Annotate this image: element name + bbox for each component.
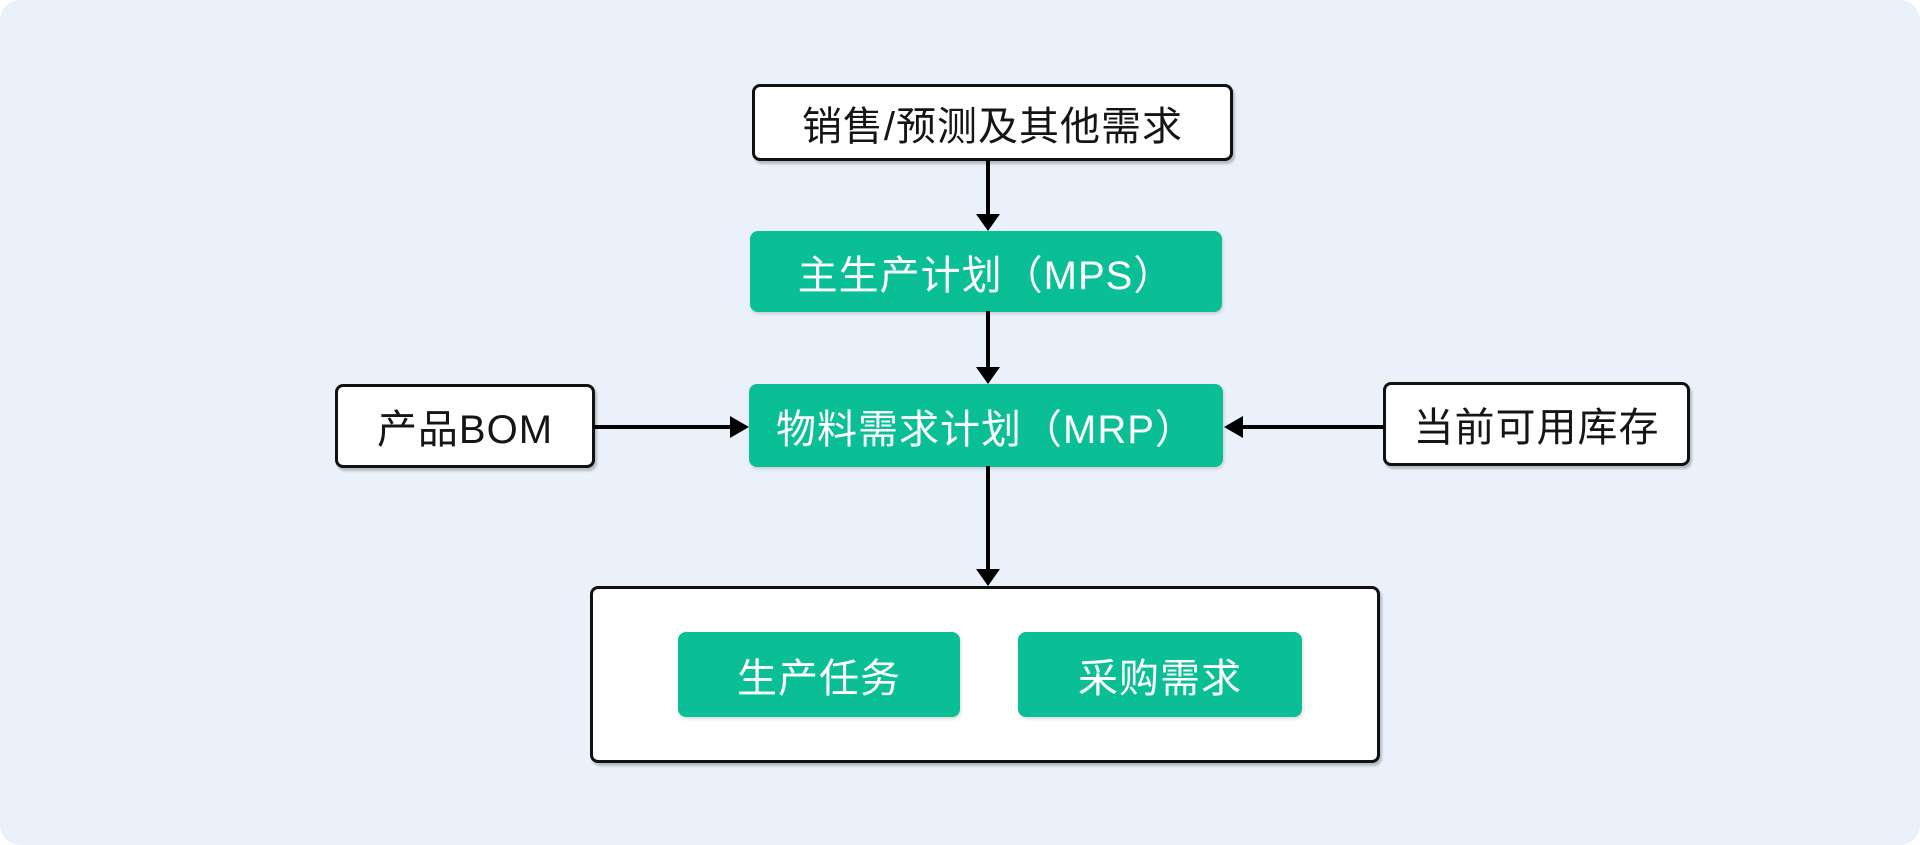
arrow-bom-to-mrp-head-icon: [730, 416, 749, 438]
node-purchase-demand-label: 采购需求: [1078, 656, 1242, 701]
node-sales-forecast-demand-label: 销售/预测及其他需求: [801, 104, 1184, 149]
arrow-inventory-to-mrp-head-icon: [1224, 416, 1243, 438]
node-sales-forecast-demand: 销售/预测及其他需求: [752, 84, 1233, 161]
arrow-mrp-to-outputs-line: [986, 466, 990, 572]
arrow-mrp-to-outputs-head-icon: [976, 569, 1000, 586]
arrow-mps-to-mrp-line: [986, 311, 990, 369]
arrow-demand-to-mps-line: [986, 160, 990, 216]
node-product-bom-label: 产品BOM: [376, 408, 554, 452]
arrow-bom-to-mrp-line: [593, 425, 733, 429]
node-master-production-schedule: 主生产计划（MPS）: [750, 231, 1222, 312]
node-purchase-demand: 采购需求: [1018, 632, 1302, 717]
arrow-mps-to-mrp-head-icon: [976, 367, 1000, 384]
node-available-inventory: 当前可用库存: [1383, 382, 1690, 466]
node-production-task-label: 生产任务: [737, 656, 901, 701]
arrow-demand-to-mps-head-icon: [976, 214, 1000, 231]
node-production-task: 生产任务: [678, 632, 960, 717]
node-material-requirements-planning-label: 物料需求计划（MRP）: [776, 407, 1196, 452]
node-available-inventory-label: 当前可用库存: [1413, 406, 1660, 450]
arrow-inventory-to-mrp-line: [1243, 425, 1383, 429]
node-product-bom: 产品BOM: [335, 384, 595, 468]
node-master-production-schedule-label: 主生产计划（MPS）: [797, 253, 1175, 298]
node-material-requirements-planning: 物料需求计划（MRP）: [749, 384, 1223, 467]
